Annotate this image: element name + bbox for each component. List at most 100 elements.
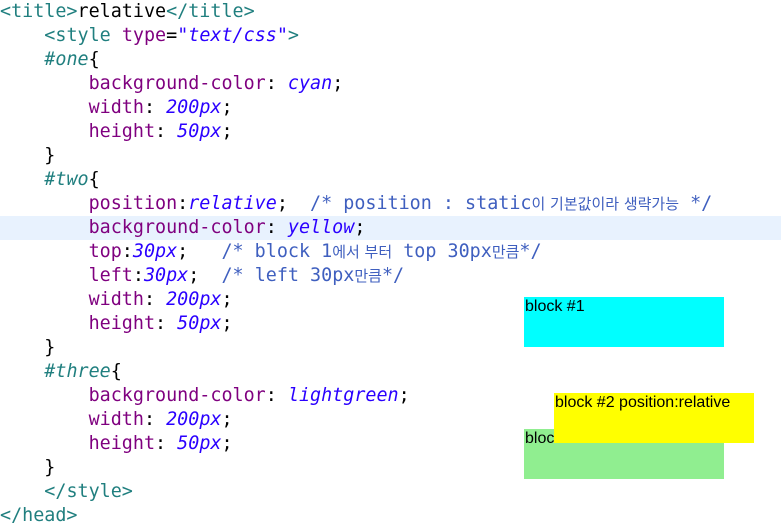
code-token: left [88, 265, 133, 286]
code-token: : [265, 73, 288, 94]
code-token [0, 481, 44, 502]
code-token [0, 217, 89, 238]
code-token: ; [276, 193, 288, 214]
code-token: : [265, 385, 288, 406]
code-token: ; [221, 97, 233, 118]
code-token: : [143, 289, 167, 310]
code-token: 50px [177, 313, 222, 334]
code-token [0, 337, 44, 358]
code-line[interactable]: </style> [0, 480, 781, 504]
code-token: { [88, 169, 100, 190]
code-line[interactable]: width: 200px; [0, 96, 781, 120]
code-token [0, 385, 89, 406]
code-token [0, 49, 44, 70]
code-token: */ [381, 265, 405, 286]
code-token: 에서 부터 [332, 243, 393, 261]
code-token: } [44, 145, 56, 166]
code-token: } [44, 337, 56, 358]
code-token: type [121, 25, 167, 46]
code-token: top [88, 241, 122, 262]
code-token [0, 241, 89, 262]
code-token [0, 265, 89, 286]
code-token: background-color [88, 385, 266, 406]
code-token: <title> [0, 1, 78, 22]
code-token: 50px [177, 121, 222, 142]
code-line[interactable]: } [0, 336, 781, 360]
code-line[interactable]: background-color: yellow; [0, 216, 781, 240]
code-token: lightgreen [287, 385, 399, 406]
code-line[interactable]: <title>relative</title> [0, 0, 781, 24]
code-line[interactable]: width: 200px; [0, 288, 781, 312]
code-token: 만큼 [491, 243, 520, 261]
code-token: #three [44, 361, 111, 382]
code-token: { [88, 49, 100, 70]
code-token: ; [221, 313, 233, 334]
code-line[interactable]: <style type="text/css"> [0, 24, 781, 48]
code-token: <style [44, 25, 122, 46]
code-token: : [155, 433, 178, 454]
code-token [0, 457, 44, 478]
code-token: } [44, 457, 56, 478]
code-line[interactable]: background-color: cyan; [0, 72, 781, 96]
code-line[interactable]: top:30px; /* block 1에서 부터 top 30px만큼*/ [0, 240, 781, 264]
code-token [0, 121, 89, 142]
code-token: { [110, 361, 122, 382]
code-token: : [155, 313, 178, 334]
code-token: : [177, 193, 189, 214]
code-token [0, 193, 89, 214]
code-token: /* left 30px [199, 265, 355, 286]
code-token: : [132, 265, 144, 286]
code-line[interactable]: width: 200px; [0, 408, 781, 432]
code-line[interactable]: height: 50px; [0, 120, 781, 144]
code-line[interactable]: height: 50px; [0, 312, 781, 336]
code-token: 30px [132, 241, 178, 262]
code-token: "text/css" [177, 25, 288, 46]
code-token: ; [221, 121, 233, 142]
code-token [0, 145, 44, 166]
code-token: : [143, 409, 167, 430]
code-token: 이 기본값이라 생략가능 [531, 195, 680, 213]
block-one: block #1 [524, 297, 724, 347]
code-token: ; [398, 385, 410, 406]
code-line[interactable]: position:relative; /* position : static이… [0, 192, 781, 216]
code-token: : [143, 97, 167, 118]
code-token: </head> [0, 505, 78, 526]
code-line[interactable]: left:30px; /* left 30px만큼*/ [0, 264, 781, 288]
code-line[interactable]: #three{ [0, 360, 781, 384]
code-token: height [88, 313, 156, 334]
code-token [0, 25, 44, 46]
code-line[interactable]: } [0, 144, 781, 168]
code-token: */ [679, 193, 713, 214]
code-line[interactable]: </head> [0, 504, 781, 528]
code-token [0, 73, 89, 94]
code-token: : [121, 241, 133, 262]
code-token: 200px [166, 289, 222, 310]
code-token: ; [221, 433, 233, 454]
code-line[interactable]: #two{ [0, 168, 781, 192]
code-token: /* position : static [287, 193, 532, 214]
code-token: ; [221, 289, 233, 310]
code-token: /* block 1 [188, 241, 333, 262]
code-token: yellow [287, 217, 355, 238]
code-token: 30px [143, 265, 189, 286]
code-token: ; [177, 241, 189, 262]
code-token: ; [188, 265, 200, 286]
code-line[interactable]: height: 50px; [0, 432, 781, 456]
code-token [0, 361, 44, 382]
code-token [0, 409, 89, 430]
code-token [0, 97, 89, 118]
code-line[interactable]: background-color: lightgreen; [0, 384, 781, 408]
code-token: ; [332, 73, 344, 94]
block-two: block #2 position:relative [554, 393, 754, 443]
code-token: 만큼 [354, 267, 382, 285]
code-line[interactable]: } [0, 456, 781, 480]
code-token: width [88, 409, 144, 430]
code-token: > [287, 25, 299, 46]
code-token: height [88, 433, 156, 454]
code-token: : [155, 121, 178, 142]
code-token: 200px [166, 97, 222, 118]
code-line[interactable]: #one{ [0, 48, 781, 72]
code-token: width [88, 97, 144, 118]
code-token: relative [188, 193, 277, 214]
